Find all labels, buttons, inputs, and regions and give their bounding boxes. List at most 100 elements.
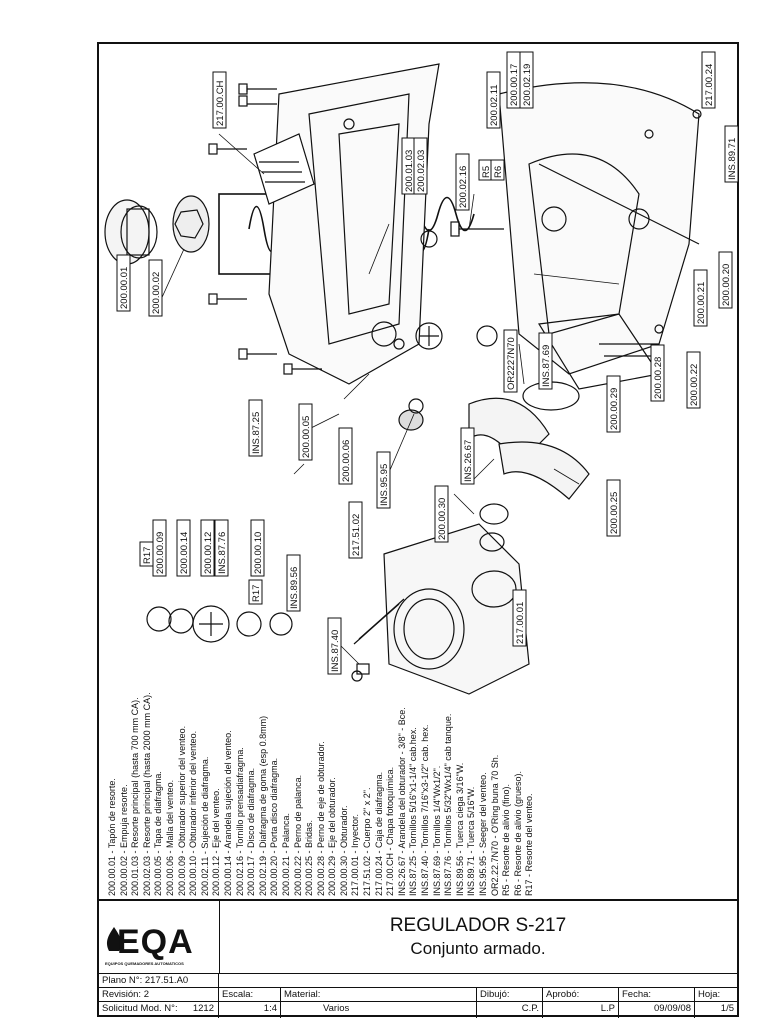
tag-r6: R6 [493,166,504,178]
legend-item: R5 - Resorte de alivio (fino). [501,783,512,896]
cover-bolts [208,83,322,375]
legend-item: 200.02.11 - Sujeción de diafragma. [199,756,210,896]
regulator-body [383,503,530,695]
legend-item: 200.00.25 - Bridas. [304,819,315,896]
material-label: Material: [281,988,477,1002]
tag-r17-b: R17 [251,585,262,602]
plano-row: Plano N°: 217.51.A0 [99,973,737,988]
legend-item: INS.87.76 - Tornillos 5/32"Wx1/4" cab ta… [443,713,454,896]
values-row: Solicitud Mod. N°: 1212 1:4 Varios C.P. … [99,1001,737,1018]
spring-pusher [172,195,210,253]
tag-ins-95-95: INS.95.95 [379,464,390,506]
tag-200-00-22: 200.00.22 [689,364,700,406]
legend-item: R6 - Resorte de alivio (grueso). [512,770,523,896]
tag-r17-a: R17 [142,547,153,564]
tag-200-00-30: 200.00.30 [437,498,448,540]
diaphragm-cover [268,63,440,385]
legend-item: 200.00.06 - Malla del venteo. [164,779,175,896]
vent-springs [146,605,293,643]
legend-item: 200.00.01 - Tapón de resorte. [107,778,117,896]
solicitud-value: 1212 [192,1003,214,1014]
tag-200-00-01: 200.00.01 [119,267,130,309]
legend-item: 200.00.20 - Porta disco diafragma. [269,757,280,896]
tag-200-00-21: 200.00.21 [696,282,707,324]
legend-item: 200.00.21 - Palanca. [280,812,291,896]
legend-item: 200.01.03 - Resorte principal (hasta 700… [130,697,141,896]
flanges [408,381,590,500]
tag-200-00-12: 200.00.12 [203,532,214,574]
drawing-subtitle: Conjunto armado. [410,939,546,958]
legend-item: OR2.22.7N70 - O'Ring buna 70 Sh. [489,754,500,896]
tag-ins-89-71: INS.89.71 [727,138,738,180]
legend-item: 200.02.03 - Resorte principal (hasta 200… [141,692,152,896]
legend-item: 200.02.19 - Diafragma de goma (esp 0.8mm… [257,715,268,896]
tag-200-00-02: 200.00.02 [151,272,162,314]
title-block: EQA EQUIPOS QUEMADORES AUTOMATICOS REGUL… [99,899,737,1018]
legend-item: 200.00.12 - Eje del venteo. [211,788,222,896]
drawing-title: REGULADOR S-217 [389,915,567,936]
legend-item: 217.00.CH - Chapa fotoquímica. [385,766,396,896]
escala-label: Escala: [219,988,281,1002]
tag-200-00-14: 200.00.14 [179,532,190,574]
photochemical-plate [253,133,315,205]
hoja-label: Hoja: [698,989,721,1000]
legend-item: 200.00.29 - Eje del obturador. [327,777,338,896]
tag-200-00-28: 200.00.28 [653,357,664,399]
tag-r5: R5 [481,166,492,178]
parts-legend: 200.00.01 - Tapón de resorte.200.00.02 -… [107,692,536,896]
fecha-value: 09/09/08 [619,1002,695,1018]
legend-item: INS.95.95 - Seeger del venteo. [478,772,488,896]
tag-200-00-10: 200.00.10 [253,532,264,574]
tag-217-51-02: 217.51.02 [351,514,362,556]
legend-item: 217.00.24 - Caja de diafragma. [373,771,384,896]
drawing-sheet: 200.00.01 200.00.02 217.00.CH 200.01.03 … [97,42,739,1018]
dibujo-value: C.P. [477,1002,543,1018]
tag-217-00-01: 217.00.01 [515,602,526,644]
tag-or2227n70: OR2227N70 [506,337,517,390]
tag-200-01-03: 200.01.03 [404,150,415,192]
tag-200-00-05: 200.00.05 [301,416,312,458]
body-bolts [351,598,405,682]
tag-200-02-19: 200.02.19 [522,64,533,106]
aprobo-value: L.P [543,1002,619,1018]
tag-200-00-29: 200.00.29 [609,388,620,430]
legend-item: INS.26.67 - Arandela del obturador - 3/8… [396,707,407,896]
tag-ins-87-40: INS.87.40 [330,630,341,672]
tag-ins-87-25: INS.87.25 [251,412,262,454]
tag-200-02-11: 200.02.11 [489,84,500,126]
tag-ins-89-56: INS.89.56 [289,567,300,609]
legend-item: 217.00.01 - Inyector. [350,813,361,896]
tag-200-00-06: 200.00.06 [341,440,352,482]
flame-icon [106,927,122,951]
legend-item: 200.00.17 - Disco de diafragma. [246,767,257,896]
tag-ins-26-67: INS.26.67 [463,440,474,482]
diaphragm-screw [450,221,504,237]
logo: EQA [117,923,194,961]
legend-item: 200.00.09 - Obturador superior del vente… [176,725,187,896]
legend-item: 200.00.02 - Empuja resorte. [118,784,129,896]
logo-subtitle: EQUIPOS QUEMADORES AUTOMATICOS [105,961,184,966]
legend-item: 200.00.30 - Obturador. [338,805,349,896]
exploded-assembly-drawing: 200.00.01 200.00.02 217.00.CH 200.01.03 … [104,51,739,695]
legend-item: INS.87.69 - Tornillos 1/4"Wx1/2". [431,765,442,896]
legend-item: 200.00.14 - Arandela sujeción del venteo… [222,730,233,896]
tag-200-00-25: 200.00.25 [609,492,620,534]
revision-label: Revisión: 2 [99,988,219,1002]
legend-item: 200.00.28 - Perno de eje de obturador. [315,741,326,896]
legend-item: 200.00.10 - Obturador inferior del vente… [188,730,199,896]
tag-ins-87-69: INS.87.69 [541,345,552,387]
plano-label: Plano N°: 217.51.A0 [99,974,219,988]
tag-200-02-16: 200.02.16 [458,166,469,208]
logo-area: EQA EQUIPOS QUEMADORES AUTOMATICOS [99,901,220,973]
legend-item: 200.00.05 - Tapa de diafragma. [153,771,164,896]
tag-ins-87-76: INS.87.76 [217,532,228,574]
legend-item: 200.02.16 - Tornillo prensadiafragma. [234,747,245,896]
aprobo-label: Aprobó: [543,988,619,1002]
legend-item: INS.87.25 - Tornillos 5/16"x1-1/4" cab.h… [408,727,419,896]
diaphragm-case [498,82,702,375]
solicitud-cell: Solicitud Mod. N°: 1212 [99,1002,219,1018]
solicitud-label: Solicitud Mod. N°: [102,1003,178,1014]
revision-row: Revisión: 2 Escala: Material: Dibujó: Ap… [99,987,737,1002]
legend-item: R17 - Resorte del venteo. [524,793,535,896]
material-value: Varios [281,1002,477,1018]
